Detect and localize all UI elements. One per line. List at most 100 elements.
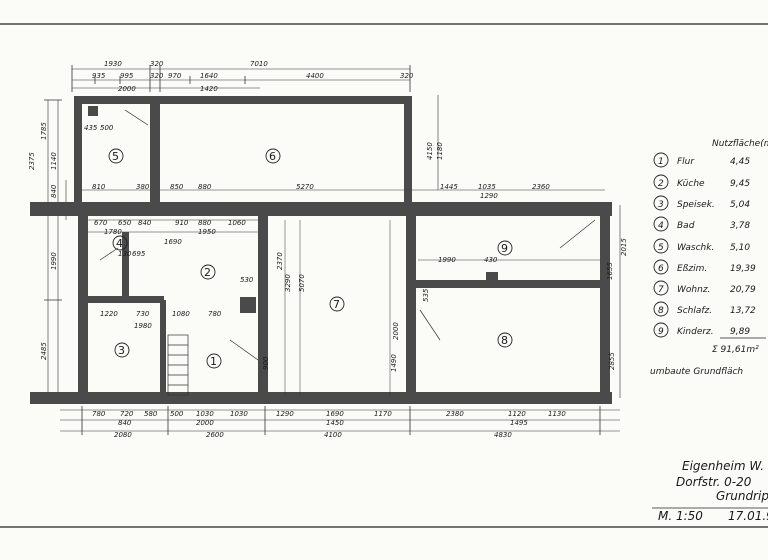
dim-i-430: 430	[484, 256, 498, 264]
dim-m-1950: 1950	[198, 228, 216, 236]
legend-name-5: Waschk.	[677, 243, 714, 253]
wall-left-lower	[78, 214, 88, 400]
dim-left-840: 840	[50, 184, 58, 198]
dim-u-5270: 5270	[296, 183, 314, 191]
legend-num-6: 6	[658, 264, 664, 274]
legend-num-4: 4	[658, 221, 664, 231]
dim-u-1290: 1290	[480, 192, 498, 200]
dim-b-1030a: 1030	[196, 410, 214, 418]
dim-m-1060: 1060	[228, 219, 246, 227]
dim-i-730: 730	[136, 310, 150, 318]
dim-u-435: 435	[84, 124, 98, 132]
dim-m-880: 880	[198, 219, 212, 227]
room-number-6: 6	[269, 150, 276, 163]
dim-b-780: 780	[92, 410, 106, 418]
dim-i-3290: 3290	[284, 274, 292, 292]
dim-b-1030b: 1030	[230, 410, 248, 418]
dim-u-880: 880	[198, 183, 212, 191]
legend-name-9: Kinderz.	[677, 327, 714, 337]
door-swings	[99, 109, 596, 361]
dim-b-500: 500	[170, 410, 184, 418]
dimension-lines	[47, 68, 621, 432]
dim-u-1035: 1035	[478, 183, 496, 191]
dim-left-1140: 1140	[50, 152, 58, 170]
chimney-kitchen	[240, 297, 256, 313]
dim-left-1990: 1990	[50, 252, 58, 270]
legend-num-1: 1	[658, 157, 664, 167]
dim-b-840: 840	[118, 419, 132, 427]
legend-name-7: Wohnz.	[677, 285, 710, 295]
room-number-7: 7	[333, 298, 340, 311]
title-scale: M. 1:50	[658, 509, 703, 523]
legend-name-2: Küche	[677, 179, 705, 189]
dim-top-320a: 320	[150, 60, 164, 68]
dim-right-2855: 2855	[608, 352, 616, 370]
dim-top-4400: 4400	[306, 72, 324, 80]
dim-top-1930: 1930	[104, 60, 122, 68]
interior-dims	[284, 220, 600, 395]
dim-m-840: 840	[138, 219, 152, 227]
dim-i-900: 900	[262, 356, 270, 370]
legend-name-3: Speisek.	[677, 200, 715, 210]
wall-left-upper	[74, 96, 82, 206]
legend-value-9: 9,89	[730, 327, 750, 337]
dim-i-1220: 1220	[100, 310, 118, 318]
dim-right-1655: 1655	[606, 262, 614, 280]
wall-right-upper	[404, 96, 412, 206]
legend-num-5: 5	[658, 243, 664, 253]
dim-top-320b: 320	[150, 72, 164, 80]
dim-i-2370: 2370	[276, 252, 284, 270]
dim-b-2600: 2600	[206, 431, 224, 439]
dim-b-720: 720	[120, 410, 134, 418]
dim-left-1785: 1785	[40, 122, 48, 140]
room-number-1: 1	[210, 355, 217, 368]
dim-m-1980: 1980	[134, 322, 152, 330]
room-number-3: 3	[118, 344, 125, 357]
title-date: 17.01.97	[728, 509, 768, 523]
wall-bath-right	[122, 232, 129, 296]
room-number-9: 9	[501, 242, 508, 255]
dim-b-1170: 1170	[374, 410, 392, 418]
legend-num-2: 2	[658, 179, 664, 189]
wall-living-right	[406, 214, 416, 400]
legend-circles	[653, 152, 669, 338]
chimney-upper	[88, 106, 98, 116]
dim-u-2360: 2360	[532, 183, 550, 191]
room-markers	[108, 148, 513, 369]
dim-u-810: 810	[92, 183, 106, 191]
dim-i-2000: 2000	[392, 322, 400, 340]
legend-value-6: 19,39	[730, 264, 756, 274]
legend-value-7: 20,79	[730, 285, 756, 295]
chimney-child	[486, 272, 498, 284]
room-number-8: 8	[501, 334, 508, 347]
stairs	[167, 334, 189, 396]
dim-m-910: 910	[175, 219, 189, 227]
dim-m-695: 695	[132, 250, 146, 258]
outer-wall-top-left	[74, 96, 160, 104]
title-line-1: Eigenheim W.	[682, 459, 764, 473]
legend-value-2: 9,45	[730, 179, 750, 189]
wall-bedroom-top	[416, 280, 606, 288]
title-line-2: Dorfstr. 0-20	[676, 475, 752, 489]
dim-b-4830: 4830	[494, 431, 512, 439]
dim-right-4150: 4150	[426, 142, 434, 160]
dim-u-380: 380	[136, 183, 150, 191]
legend-heading: Nutzfläche(m	[712, 139, 768, 149]
dim-right-1180: 1180	[436, 142, 444, 160]
dim-top-1420: 1420	[200, 85, 218, 93]
dim-top-7010: 7010	[250, 60, 268, 68]
dim-top-2000: 2000	[118, 85, 136, 93]
legend-value-8: 13,72	[730, 306, 756, 316]
walls	[30, 96, 612, 404]
wall-storage-right	[160, 300, 166, 400]
dim-b-580: 580	[144, 410, 158, 418]
dim-left-2375: 2375	[28, 152, 36, 170]
dim-m-670: 670	[94, 219, 108, 227]
legend-num-9: 9	[658, 327, 664, 337]
dim-top-1640: 1640	[200, 72, 218, 80]
dim-i-535: 535	[422, 288, 430, 302]
legend-name-8: Schlafz.	[677, 306, 712, 316]
wall-kitchen-right	[258, 214, 268, 400]
dim-m-130: 130	[118, 250, 132, 258]
